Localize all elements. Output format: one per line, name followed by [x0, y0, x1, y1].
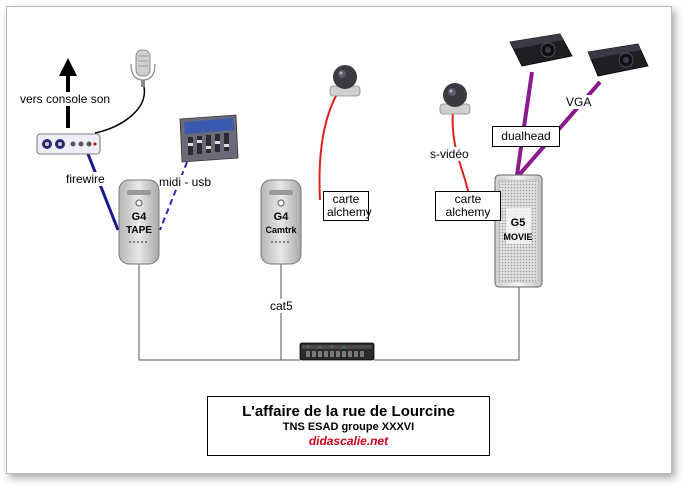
g5-movie-tower-icon: G5 MOVIE [494, 174, 543, 288]
g4-tape-tower-icon: G4 TAPE [118, 179, 160, 265]
vga-label: VGA [566, 95, 592, 109]
ethernet-cables [138, 263, 520, 361]
carte-alchemy-line1: carte [454, 192, 482, 206]
camera-icon-camtrk [329, 65, 361, 97]
projector-icon-2 [587, 43, 649, 77]
console-label: vers console son [20, 92, 111, 106]
carte-alchemy-line2: alchemy [445, 205, 491, 219]
projector-icon-1 [509, 33, 573, 67]
g4-tape-role: TAPE [126, 225, 152, 236]
g4-camtrk-role: Camtrk [265, 225, 297, 235]
carte-alchemy-label-camtrk: carte alchemy [323, 191, 372, 221]
vga-cable-1 [515, 71, 534, 176]
firewire-label: firewire [66, 172, 105, 186]
carte-alchemy-line2: alchemy [327, 205, 372, 219]
firewire-cable [86, 153, 120, 231]
camera-icon-movie [439, 83, 471, 115]
carte-alchemy-label-movie: carte alchemy [435, 191, 501, 221]
microphone-cable [94, 86, 146, 134]
camtrk-video-cable [318, 91, 339, 201]
title-main: L'affaire de la rue de Lourcine [242, 403, 455, 420]
microphone-icon [130, 49, 156, 87]
svideo-label: s-vidéo [430, 147, 469, 161]
audio-interface-icon [36, 133, 101, 155]
midi-usb-label: midi - usb [159, 175, 212, 189]
dualhead-label: dualhead [492, 126, 560, 147]
cat5-label: cat5 [270, 299, 293, 313]
title-link[interactable]: didascalie.net [308, 434, 389, 448]
g5-movie-name: G5 [511, 217, 526, 229]
g4-camtrk-tower-icon: G4 Camtrk [260, 179, 302, 265]
ethernet-switch-icon [299, 342, 375, 361]
midi-controller-icon [179, 114, 239, 163]
carte-alchemy-line1: carte [332, 192, 360, 206]
console-arrow-head [59, 58, 77, 76]
midi-usb-cable [159, 161, 188, 231]
g5-movie-role: MOVIE [503, 232, 532, 242]
g4-camtrk-name: G4 [274, 211, 290, 223]
title-sub: TNS ESAD groupe XXXVI [282, 421, 415, 433]
title-box: L'affaire de la rue de Lourcine TNS ESAD… [207, 396, 490, 456]
g4-tape-name: G4 [132, 211, 148, 223]
